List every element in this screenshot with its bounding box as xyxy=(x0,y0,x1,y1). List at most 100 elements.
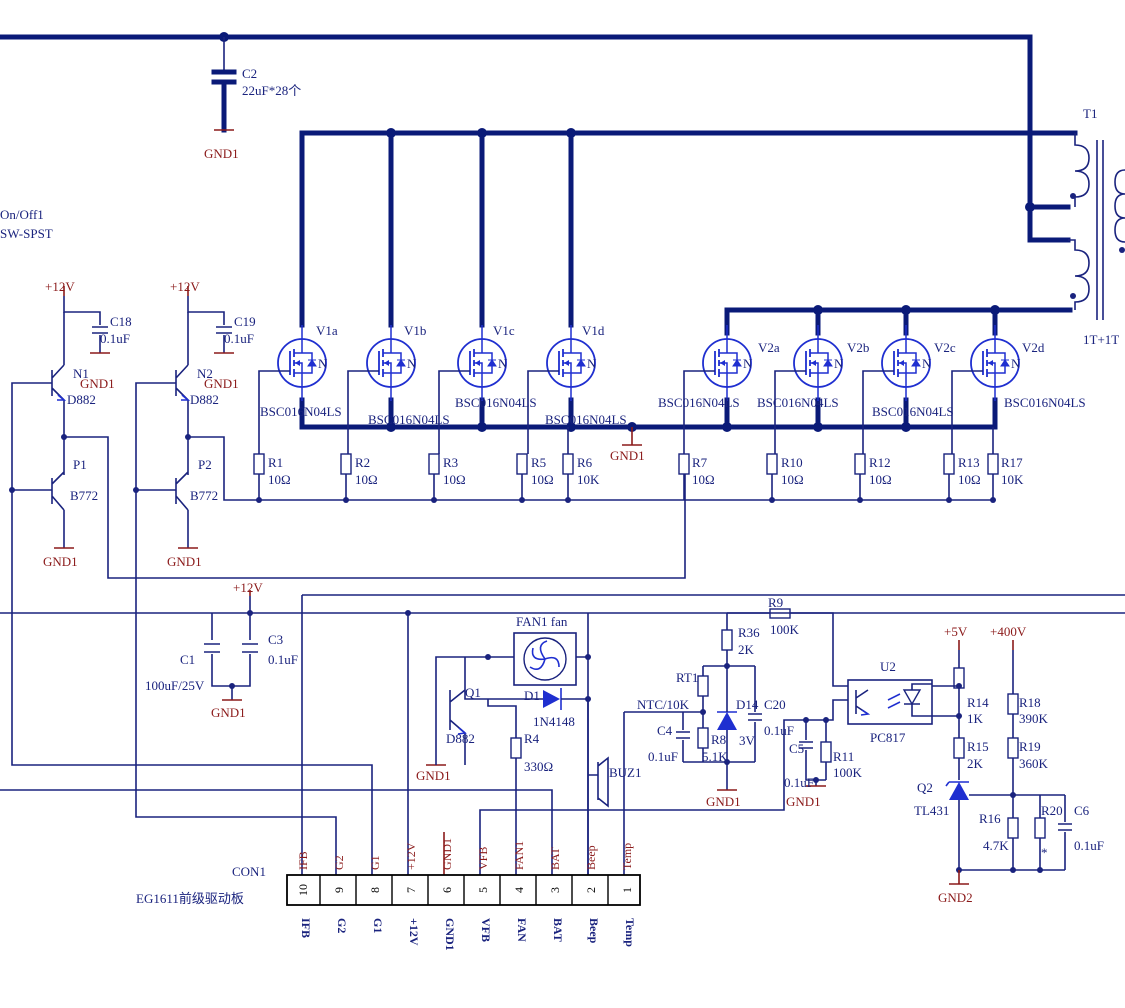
p2-ref: P2 xyxy=(198,457,212,472)
v1a-n-marker: N xyxy=(318,356,328,371)
pin-number: 6 xyxy=(440,887,454,893)
pin-number: 3 xyxy=(548,887,562,893)
c6-ref: C6 xyxy=(1074,803,1090,818)
r18-val: 390K xyxy=(1019,711,1049,726)
mosfet-gnd-symbol xyxy=(622,427,642,446)
pin-name: Beep xyxy=(587,918,601,944)
v1d-mosfet-icon: N xyxy=(527,325,597,454)
pin-net-label: Beep xyxy=(584,845,598,870)
r14-val: 1K xyxy=(967,711,984,726)
v1c-mosfet-icon: N xyxy=(438,325,508,454)
r12-val: 10Ω xyxy=(869,472,892,487)
v2d-part: BSC016N04LS xyxy=(1004,395,1086,410)
d1-val: 1N4148 xyxy=(533,714,575,729)
n1-ref: N1 xyxy=(73,366,89,381)
r9-ref: R9 xyxy=(768,595,783,610)
pin-number: 1 xyxy=(620,887,634,893)
vfb-gnd: GND1 xyxy=(786,794,821,809)
c1-ref: C1 xyxy=(180,652,195,667)
p2-val: B772 xyxy=(190,488,218,503)
pin-name: VFB xyxy=(479,918,493,942)
temp-gnd: GND1 xyxy=(706,794,741,809)
supply-12v-label: +12V xyxy=(233,580,263,595)
v1d-part: BSC016N04LS xyxy=(545,412,627,427)
r5-val: 10Ω xyxy=(531,472,554,487)
c20-val: 0.1uF xyxy=(764,723,794,738)
r14-ref: R14 xyxy=(967,695,989,710)
v2b-label: V2b xyxy=(847,340,869,355)
c18-gnd: GND1 xyxy=(80,376,115,391)
r15-ref: R15 xyxy=(967,739,989,754)
c6-val: 0.1uF xyxy=(1074,838,1104,853)
pin-net-label: G2 xyxy=(332,855,346,870)
r7-ref: R7 xyxy=(692,455,708,470)
pin-net-label: VFB xyxy=(476,847,490,870)
transformer-t1: T1 1T+1T xyxy=(1068,106,1125,347)
r8-val: 5.1K xyxy=(702,749,728,764)
q1-val: D882 xyxy=(446,731,475,746)
r1-ref: R1 xyxy=(268,455,283,470)
temp-sense: R36 2K RT1 NTC/10K D14 3V C20 0.1uF C4 0… xyxy=(623,613,794,875)
pin-net-label: Temp xyxy=(620,843,634,870)
r20-val: * xyxy=(1041,845,1048,860)
con1-ref: CON1 xyxy=(232,864,266,879)
pin-net-label: BAT xyxy=(548,847,562,870)
c3-ref: C3 xyxy=(268,632,283,647)
r3-val: 10Ω xyxy=(443,472,466,487)
r11-ref: R11 xyxy=(833,749,854,764)
power-buses xyxy=(0,32,1078,432)
gate-resistor-3 xyxy=(516,453,528,503)
left-12v-label: +12V xyxy=(45,279,75,294)
r4-val: 330Ω xyxy=(524,759,553,774)
u2-part: PC817 xyxy=(870,730,906,745)
v1d-n-marker: N xyxy=(587,356,597,371)
rt1-val: NTC/10K xyxy=(637,697,690,712)
switch-value: SW-SPST xyxy=(0,226,53,241)
mosfet-gnd-label: GND1 xyxy=(610,448,645,463)
c19-val: 0.1uF xyxy=(224,331,254,346)
pin-number: 10 xyxy=(296,884,310,896)
pin-number: 5 xyxy=(476,887,490,893)
u2-ref: U2 xyxy=(880,659,896,674)
v1c-label: V1c xyxy=(493,323,515,338)
c1-gnd: GND1 xyxy=(211,705,246,720)
con1-desc: EG1611前级驱动板 xyxy=(136,891,244,906)
n1-val: D882 xyxy=(67,392,96,407)
supply-filter: +12V C1 100uF/25V C3 0.1uF GND1 xyxy=(0,580,1125,720)
v2c-label: V2c xyxy=(934,340,956,355)
driver-stage-left: +12V C18 0.1uF GND1 N1 D882 P1 B772 GND1 xyxy=(9,279,686,579)
n2-ref: N2 xyxy=(197,366,213,381)
gate-resistor-0 xyxy=(253,453,265,503)
r13-val: 10Ω xyxy=(958,472,981,487)
v1d-label: V1d xyxy=(582,323,605,338)
v2d-label: V2d xyxy=(1022,340,1045,355)
r16-ref: R16 xyxy=(979,811,1001,826)
pin-name: IFB xyxy=(299,918,313,938)
r8-ref: R8 xyxy=(711,732,726,747)
v2c-mosfet-icon: N xyxy=(862,325,932,454)
connector-traces xyxy=(0,490,553,875)
gnd2-label: GND2 xyxy=(938,890,973,905)
r5-ref: R5 xyxy=(531,455,546,470)
t1-value: 1T+1T xyxy=(1083,332,1119,347)
pin-number: 9 xyxy=(332,887,346,893)
c2-ref: C2 xyxy=(242,66,257,81)
pin-name: +12V xyxy=(407,918,421,946)
v1a-label: V1a xyxy=(316,323,338,338)
pin-net-label: IFB xyxy=(296,851,310,870)
r2-val: 10Ω xyxy=(355,472,378,487)
c18-ref: C18 xyxy=(110,314,132,329)
pin-name: GND1 xyxy=(443,918,457,951)
v2a-n-marker: N xyxy=(743,356,753,371)
r17-val: 10K xyxy=(1001,472,1024,487)
capacitor-c2: C2 22uF*28个 GND1 xyxy=(204,66,301,161)
pin-net-label: GND1 xyxy=(440,838,454,870)
v1c-part: BSC016N04LS xyxy=(455,395,537,410)
v2a-mosfet-icon: N xyxy=(683,325,753,454)
v2b-n-marker: N xyxy=(834,356,844,371)
c19-ref: C19 xyxy=(234,314,256,329)
right-12v-label: +12V xyxy=(170,279,200,294)
r17-ref: R17 xyxy=(1001,455,1023,470)
